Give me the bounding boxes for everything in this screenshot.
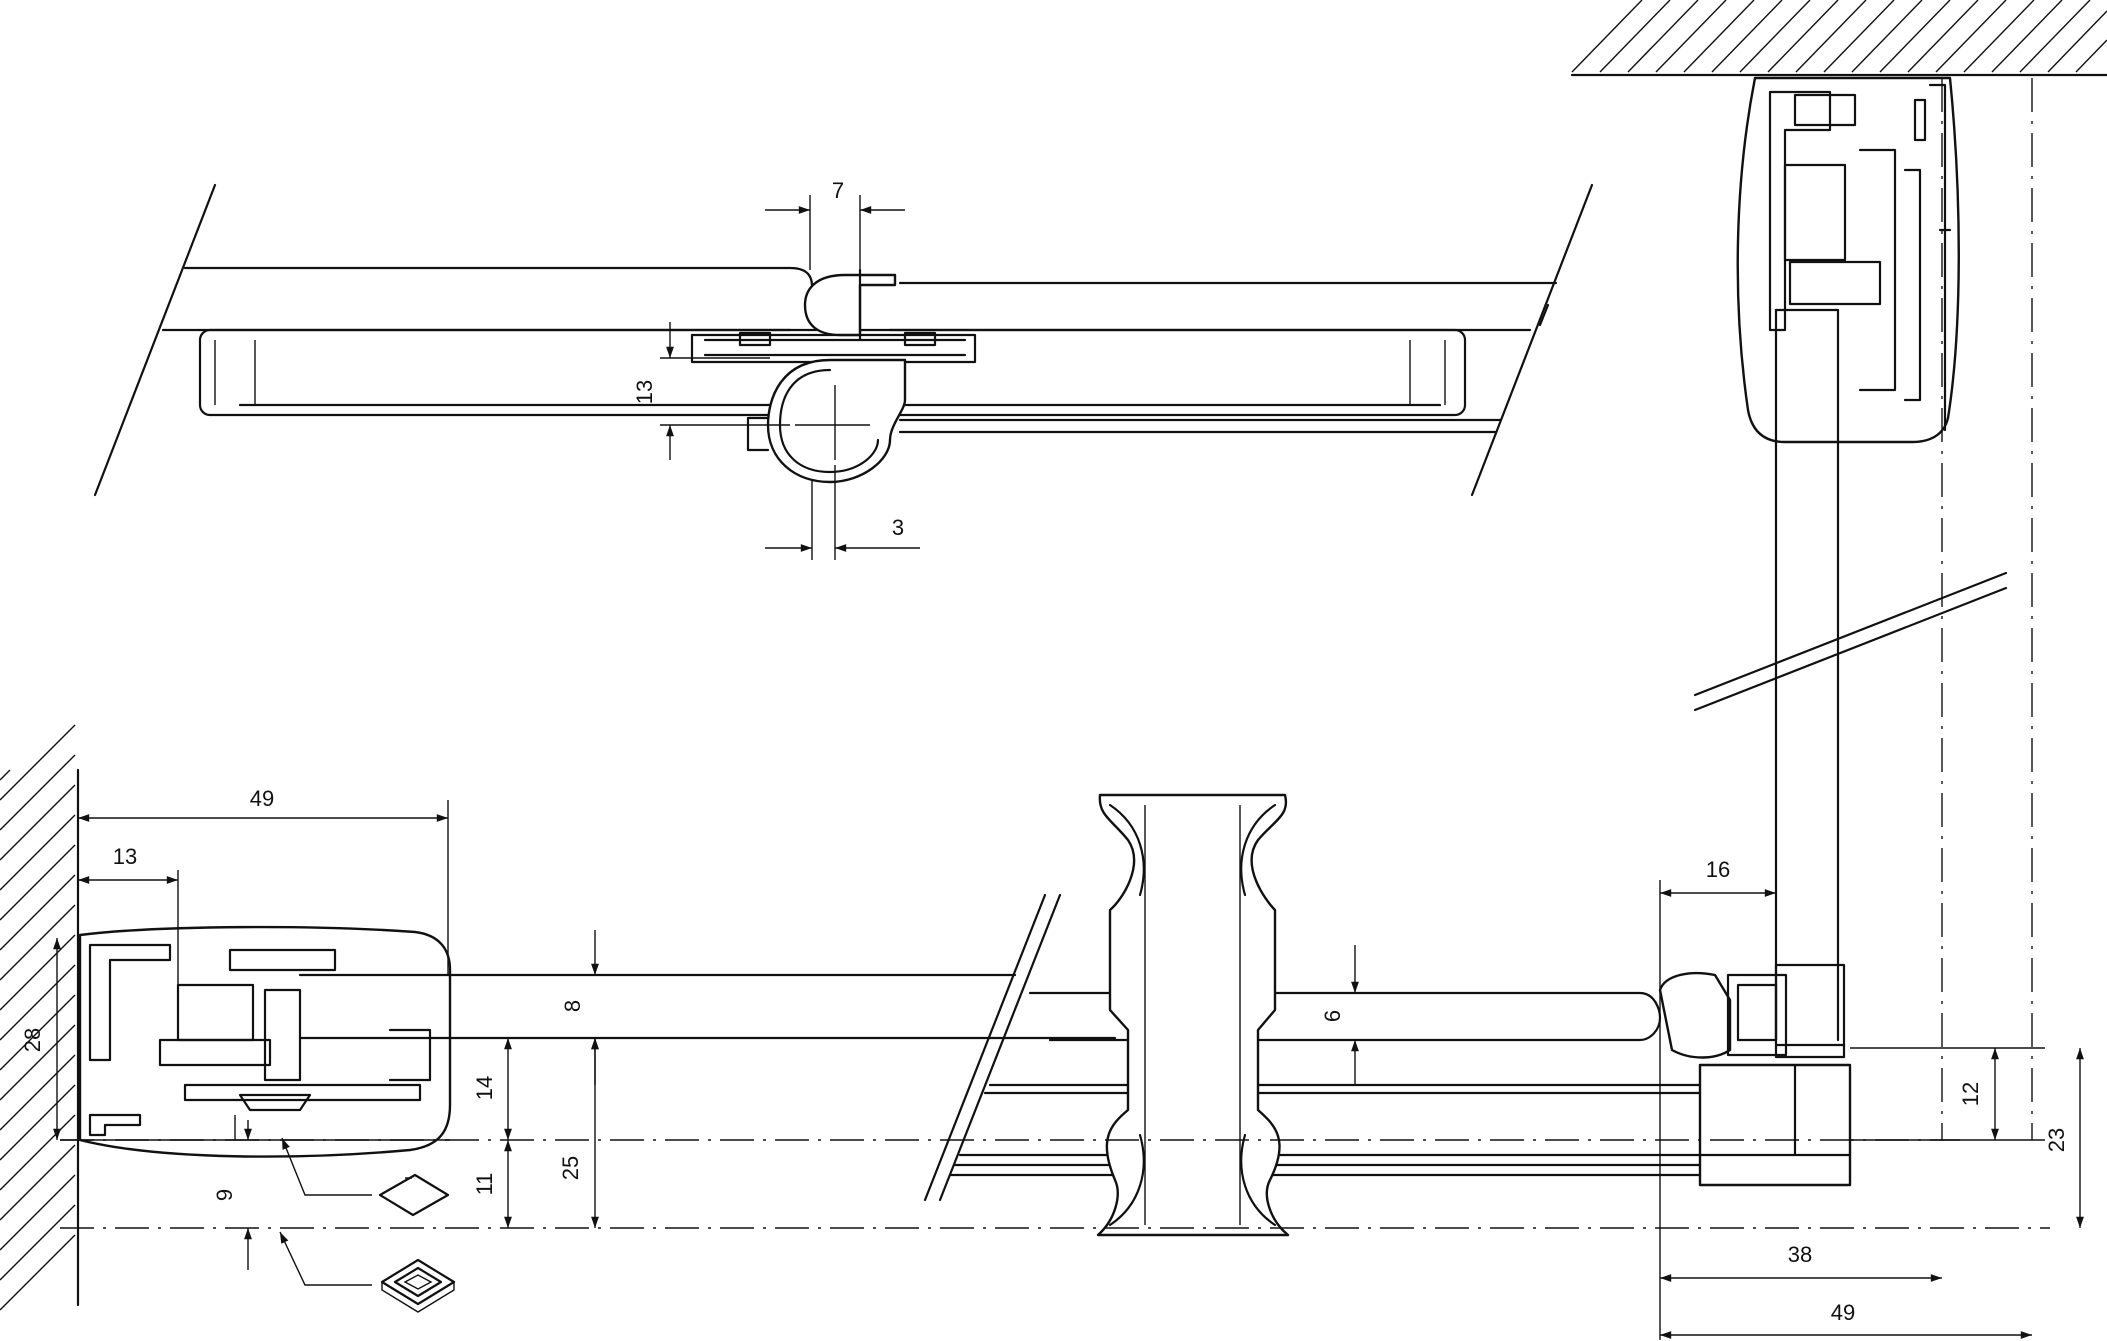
top-view: 7 13 3 <box>93 178 1594 560</box>
dim-38: 38 <box>1788 1242 1812 1267</box>
dim-13-left: 13 <box>113 844 137 869</box>
dim-12: 12 <box>1958 1082 1983 1106</box>
dim-11: 11 <box>472 1173 497 1196</box>
dim-9: 9 <box>212 1189 237 1201</box>
diamond-symbol-icon <box>378 1173 450 1217</box>
dim-13-top: 13 <box>632 380 657 404</box>
dim-28: 28 <box>20 1028 45 1052</box>
dim-25: 25 <box>558 1156 583 1180</box>
dim-23: 23 <box>2044 1128 2069 1152</box>
dim-49-top: 49 <box>250 786 274 811</box>
ceiling-view <box>1570 0 2107 1140</box>
dim-16: 16 <box>1706 857 1730 882</box>
dim-3: 3 <box>892 515 904 540</box>
dim-49-bottom: 49 <box>1831 1300 1855 1325</box>
square-symbol-icon <box>380 1258 456 1313</box>
dim-8: 8 <box>560 1000 585 1012</box>
bottom-view: 49 13 28 8 6 14 11 25 9 16 12 <box>0 724 2084 1340</box>
dim-14: 14 <box>472 1076 497 1100</box>
dim-6: 6 <box>1320 1010 1345 1022</box>
dim-7: 7 <box>832 178 844 203</box>
